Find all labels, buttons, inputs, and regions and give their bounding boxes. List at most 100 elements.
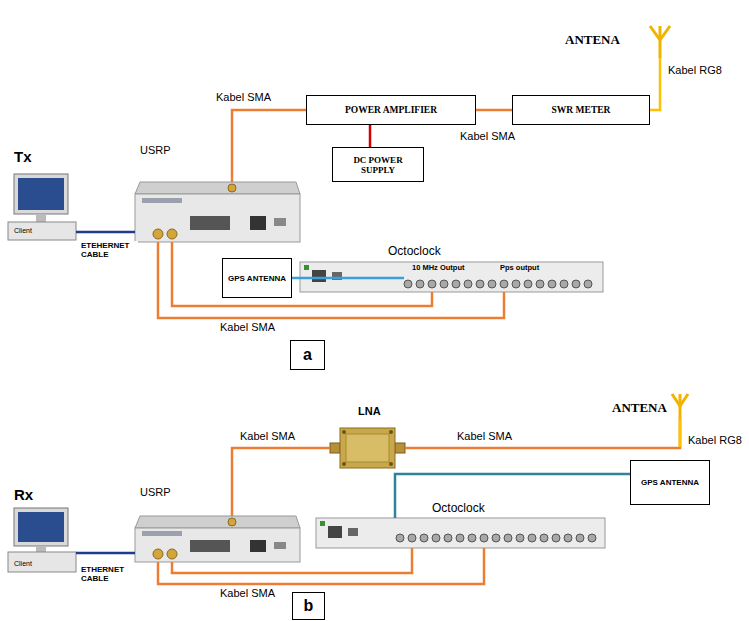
swr-meter-box: SWR METER [512, 95, 650, 125]
cable-line [232, 110, 306, 182]
antenna-symbol [650, 26, 670, 58]
sma-connector [153, 229, 163, 239]
cable-label: Kabel RG8 [686, 434, 744, 446]
bnc-connector [416, 280, 424, 288]
bnc-connector [548, 280, 556, 288]
cable-label: Kabel SMA [214, 91, 273, 103]
panel-title: Rx [12, 486, 35, 503]
bnc-connector [440, 280, 448, 288]
antenna-mast [659, 26, 662, 58]
cable-label: Kabel SMA [458, 130, 517, 142]
monitor [14, 174, 68, 214]
cable-line [405, 420, 680, 448]
sma-connector [153, 549, 163, 559]
brand-mark [320, 521, 325, 526]
node-label: Octoclock [432, 501, 485, 515]
lna-cover [346, 434, 389, 462]
node-label: POWER AMPLIFIER [345, 105, 437, 115]
brand-mark [304, 265, 309, 270]
cable-label: Kabel SMA [455, 430, 514, 442]
cable-line [76, 231, 135, 234]
bnc-connector [480, 534, 488, 542]
screen [18, 512, 64, 542]
screw [389, 430, 393, 434]
antenna-arm [672, 394, 680, 406]
node-label: DC POWER SUPPLY [337, 155, 419, 175]
cable-label: Kabel SMA [238, 430, 297, 442]
lna-body [340, 428, 395, 468]
node-label: 10 MHz Output [412, 263, 465, 272]
antenna-arm [660, 26, 670, 40]
node-label: b [304, 597, 314, 615]
bnc-connector [560, 280, 568, 288]
bnc-connector [468, 534, 476, 542]
node-label: ANTENA [565, 32, 620, 48]
status-leds [274, 542, 286, 549]
port [328, 526, 342, 538]
octoclock-device: Octoclock [316, 518, 605, 548]
cable-line [369, 125, 372, 147]
cable-line [395, 474, 630, 518]
bnc-connector [588, 534, 596, 542]
antenna: ANTENA [612, 394, 690, 420]
node-label: GPS ANTENNA [641, 478, 699, 487]
bnc-connector [540, 534, 548, 542]
node-label: USRP [140, 144, 171, 156]
panel-title: Tx [12, 148, 34, 165]
bnc-connector [552, 534, 560, 542]
sma-connector [167, 549, 177, 559]
monitor-stand [36, 214, 46, 222]
node-label: LNA [358, 405, 381, 417]
cable-label: Kabel RG8 [666, 64, 724, 76]
bnc-connector [492, 534, 500, 542]
bnc-connector [420, 534, 428, 542]
panel-label-box: b [292, 592, 325, 620]
bnc-connector [564, 534, 572, 542]
computer-icon [8, 508, 76, 572]
panel-label-box: a [290, 340, 325, 370]
bnc-connector [452, 280, 460, 288]
device-top [135, 516, 300, 528]
monitor [14, 508, 68, 546]
usrp-device: USRP [135, 182, 300, 242]
octoclock-device [300, 262, 603, 292]
cable-label: ETHERNET CABLE [79, 565, 138, 583]
port-slot [190, 540, 230, 552]
device-front [300, 262, 603, 292]
bnc-connector [464, 280, 472, 288]
gps-cable [300, 277, 404, 280]
device-top [135, 182, 300, 194]
node-label: Octoclock [388, 244, 441, 258]
bnc-connector [428, 280, 436, 288]
antenna-arm [680, 394, 688, 406]
antenna: ANTENA [565, 22, 672, 58]
computer-base [8, 222, 76, 240]
rg8-cable [679, 420, 682, 447]
sma-connector [395, 443, 405, 453]
bnc-connector [500, 280, 508, 288]
port [348, 528, 358, 536]
bnc-connector [396, 534, 404, 542]
cable-line [292, 277, 300, 280]
bnc-connector [512, 280, 520, 288]
usrp-device [135, 516, 300, 562]
bnc-connector [456, 534, 464, 542]
cable-line [158, 548, 484, 584]
cable-label: ETEHERNET CABLE [79, 241, 138, 259]
lna-module: LNA [330, 422, 405, 472]
port [312, 270, 326, 282]
node-label: GPS ANTENNA [228, 274, 286, 283]
sma-connector [228, 184, 236, 192]
bnc-connector [432, 534, 440, 542]
sma-connector [330, 443, 340, 453]
bnc-connector [516, 534, 524, 542]
node-label: a [303, 346, 312, 364]
device-front [316, 518, 605, 548]
screw [389, 462, 393, 466]
bnc-connector [528, 534, 536, 542]
cable-line [650, 58, 660, 110]
lna-module [330, 428, 405, 468]
power-supply-box: DC POWER SUPPLY [332, 147, 424, 182]
